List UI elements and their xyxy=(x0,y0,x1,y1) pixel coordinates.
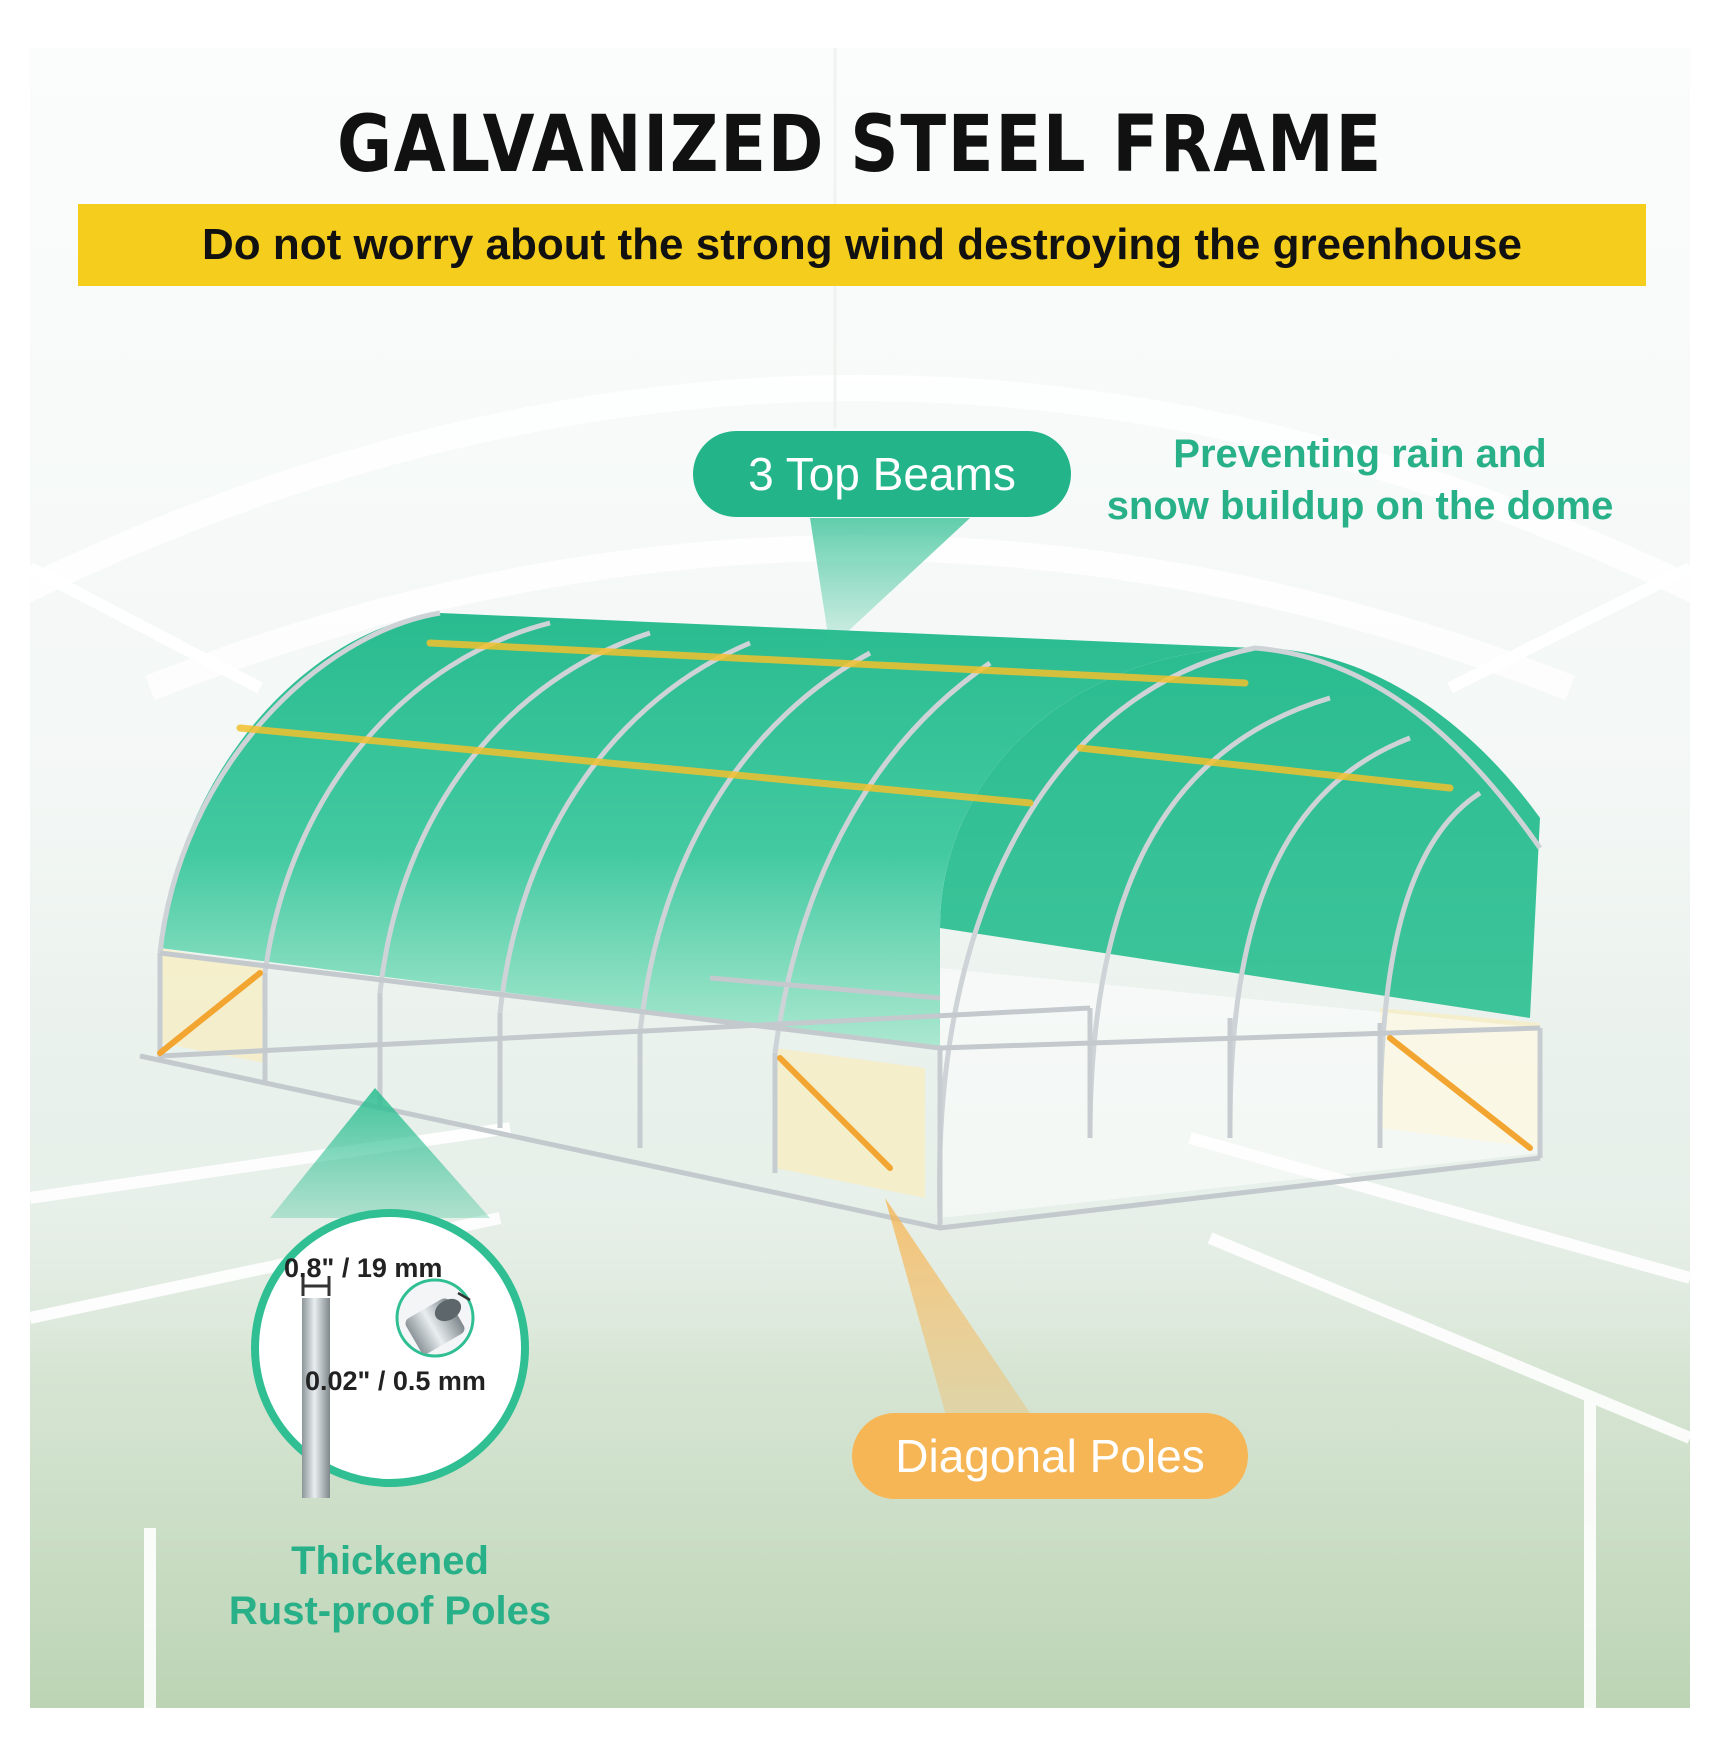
pipe-cross-section-icon xyxy=(395,1278,475,1358)
poles-note-line2: Rust-proof Poles xyxy=(228,1589,552,1633)
pipe-side-view-icon xyxy=(301,1276,331,1498)
poles-note-line1: Thickened xyxy=(291,1539,489,1583)
subtitle-banner: Do not worry about the strong wind destr… xyxy=(78,204,1646,286)
wall-thickness-label: 0.02" / 0.5 mm xyxy=(305,1366,486,1396)
top-beams-note-line2: snow buildup on the dome xyxy=(1106,484,1614,528)
top-beams-note-line1: Preventing rain and xyxy=(1173,432,1547,476)
product-image: GALVANIZED STEEL FRAME Do not worry abou… xyxy=(30,48,1690,1708)
greenhouse-frame-illustration xyxy=(30,48,1690,1708)
outer-diameter-label: 0.8" / 19 mm xyxy=(284,1253,443,1283)
poles-pointer xyxy=(270,1088,490,1218)
page-title: GALVANIZED STEEL FRAME xyxy=(337,100,1383,190)
top-beams-label: 3 Top Beams xyxy=(693,431,1071,517)
top-beams-pointer xyxy=(810,518,970,648)
poles-note: Thickened Rust-proof Poles xyxy=(180,1536,600,1636)
top-beams-note: Preventing rain and snow buildup on the … xyxy=(1060,428,1660,532)
subtitle-text: Do not worry about the strong wind destr… xyxy=(201,220,1523,269)
diagonal-poles-pointer xyxy=(885,1198,1030,1448)
diagonal-poles-label: Diagonal Poles xyxy=(852,1413,1248,1499)
